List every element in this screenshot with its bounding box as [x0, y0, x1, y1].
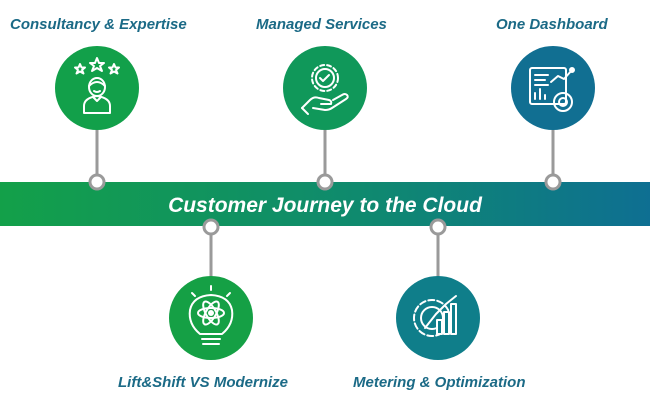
connector-metering [429, 218, 447, 278]
metering-circle [396, 276, 480, 360]
dashboard-chart-icon [529, 67, 575, 112]
stage-consultancy [55, 46, 139, 130]
stage-lift-shift [169, 276, 253, 360]
label-metering: Metering & Optimization [353, 374, 526, 391]
label-consultancy: Consultancy & Expertise [10, 16, 187, 33]
label-lift-shift: Lift&Shift VS Modernize [118, 374, 288, 391]
gear-hand-icon [301, 64, 349, 115]
connector-consultancy [88, 128, 106, 191]
lightbulb-atom-icon [188, 285, 234, 345]
label-managed-services: Managed Services [256, 16, 387, 33]
one-dashboard-circle [511, 46, 595, 130]
connector-lift-shift [202, 218, 220, 278]
stage-metering [396, 276, 480, 360]
banner-title: Customer Journey to the Cloud [168, 194, 483, 217]
label-one-dashboard: One Dashboard [496, 16, 608, 33]
gear-bars-icon [413, 295, 457, 337]
stage-managed-services [283, 46, 367, 130]
stage-one-dashboard [511, 46, 595, 130]
connector-managed-services [316, 128, 334, 191]
connector-one-dashboard [544, 128, 562, 191]
person-stars-icon [74, 57, 120, 114]
